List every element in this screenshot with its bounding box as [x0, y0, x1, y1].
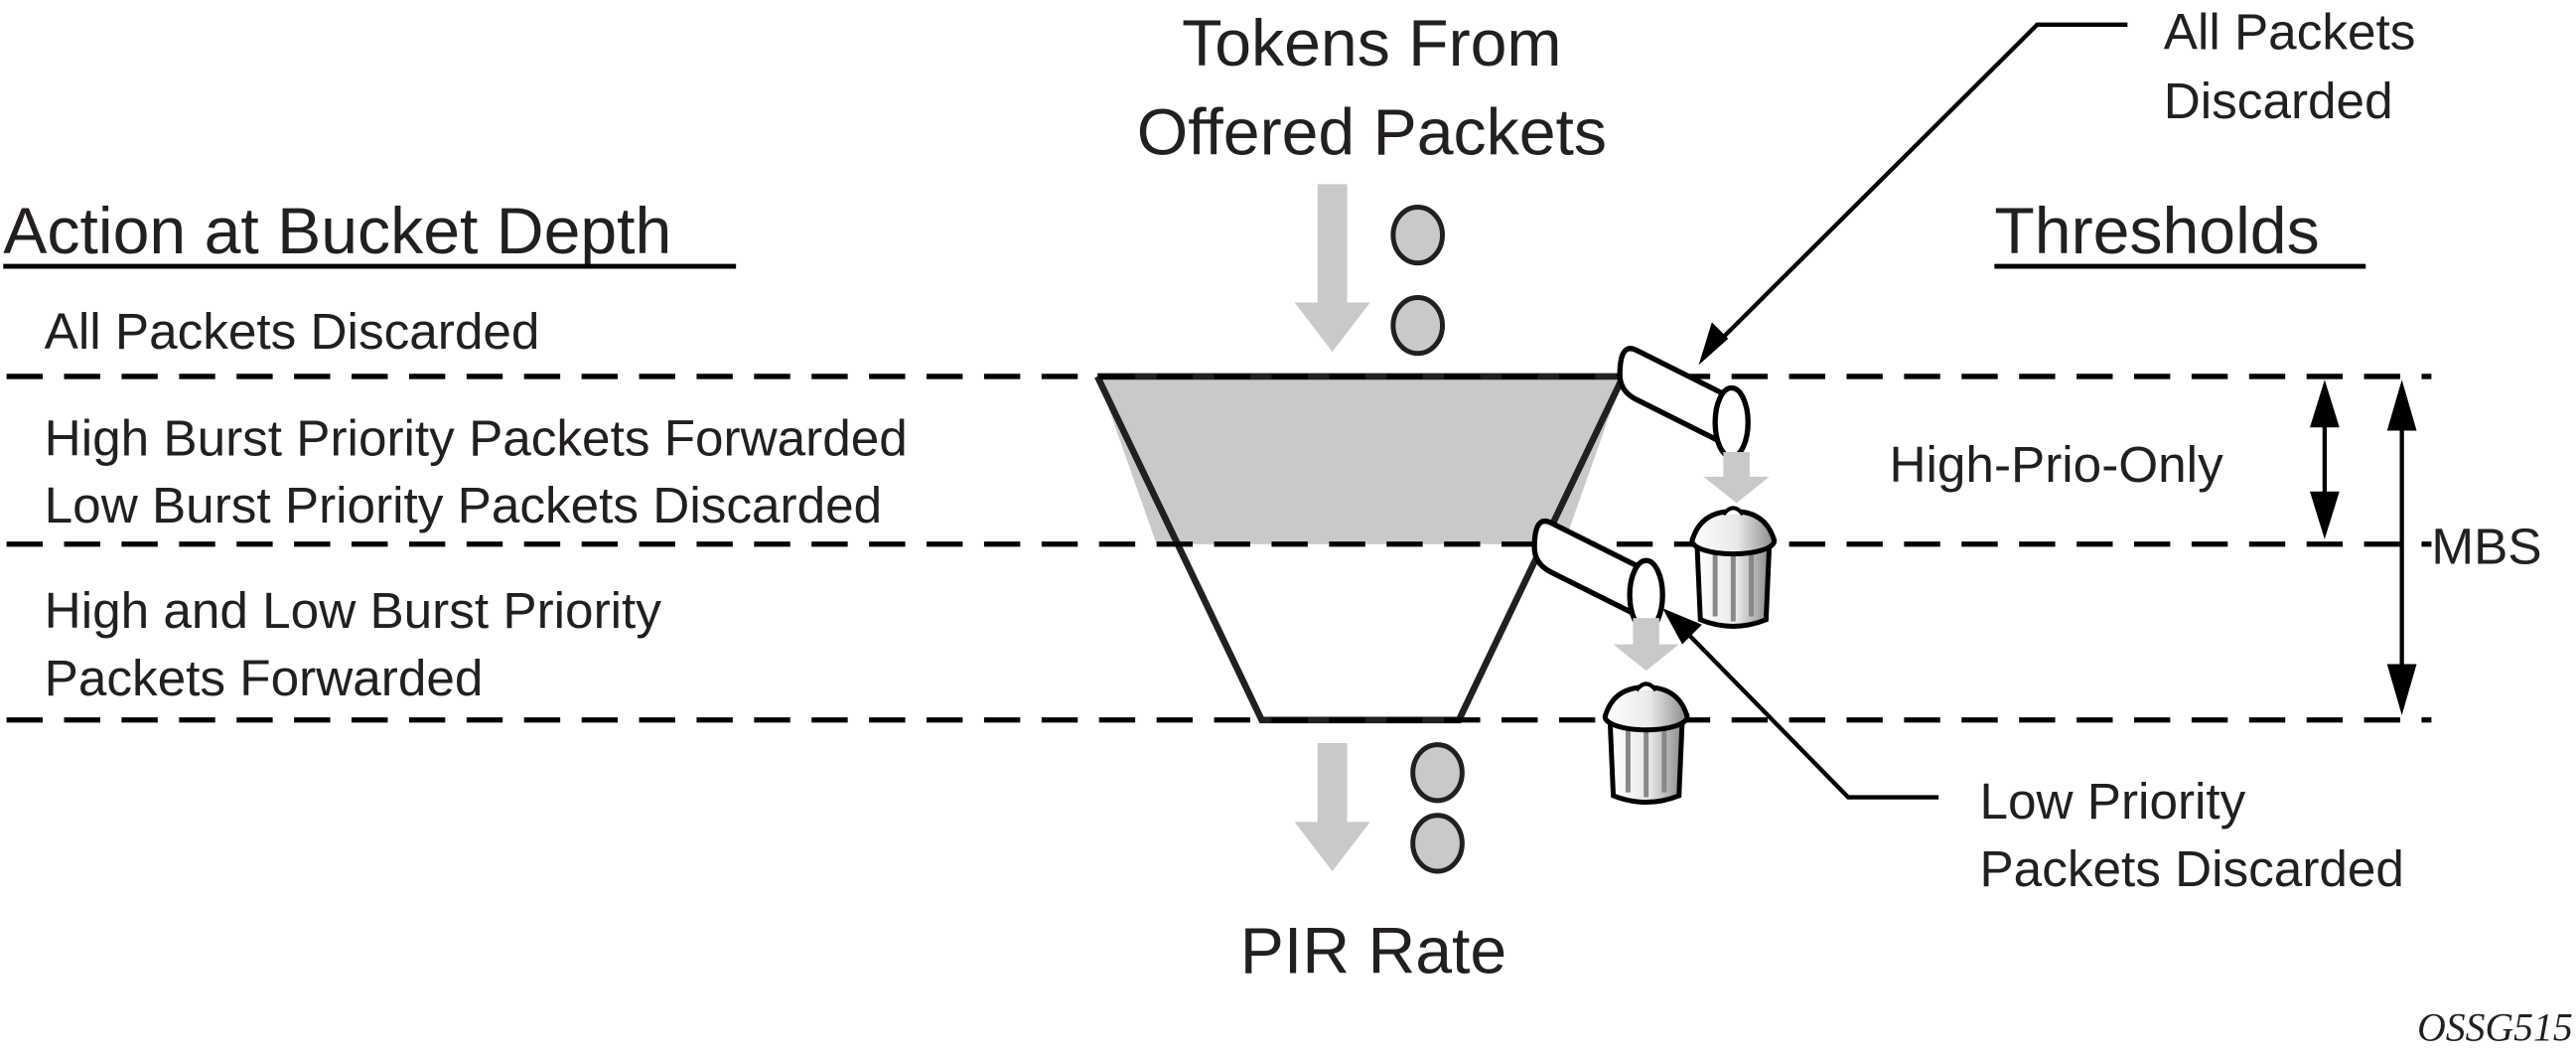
callout-arrowhead-bottom-icon — [1662, 608, 1702, 645]
mbs-label: MBS — [2431, 519, 2541, 575]
callout-leader-bottom — [1673, 619, 1939, 800]
token-icon — [1410, 742, 1465, 804]
token-icon — [1410, 813, 1465, 874]
callout-bottom-line1: Low Priority — [1979, 773, 2245, 830]
action-both-forwarded-2: Packets Forwarded — [45, 650, 484, 706]
callout-top-line2: Discarded — [2164, 73, 2393, 129]
left-header: Action at Bucket Depth — [3, 195, 671, 268]
token-icon — [1390, 295, 1445, 357]
title-bottom: PIR Rate — [1240, 915, 1506, 988]
overflow-spout-mid-icon — [1534, 522, 1662, 630]
high-prio-arrowhead-up-icon — [2309, 379, 2340, 428]
incoming-arrow-icon — [1294, 184, 1370, 353]
callout-leader-top — [1706, 22, 2128, 354]
callout-bottom-line2: Packets Discarded — [1979, 840, 2403, 897]
action-low-discarded: Low Burst Priority Packets Discarded — [45, 477, 882, 533]
high-prio-arrowhead-down-icon — [2309, 491, 2340, 539]
bucket-high-prio-zone — [1097, 376, 1624, 544]
action-both-forwarded-1: High and Low Burst Priority — [45, 582, 662, 639]
callout-arrowhead-top-icon — [1698, 322, 1729, 366]
trash-can-top-icon — [1692, 508, 1775, 626]
outgoing-arrow-icon — [1294, 742, 1370, 872]
mbs-arrowhead-down-icon — [2386, 664, 2417, 715]
action-all-discarded: All Packets Discarded — [45, 303, 540, 360]
figure-id: OSSG515 — [2417, 1005, 2573, 1049]
discard-arrow-icon — [1613, 618, 1679, 672]
callout-top-line1: All Packets — [2164, 4, 2416, 61]
title-top-line1: Tokens From — [1182, 7, 1561, 80]
trash-can-bottom-icon — [1605, 683, 1687, 802]
mbs-arrowhead-up-icon — [2386, 379, 2417, 431]
discard-arrow-icon — [1703, 452, 1770, 504]
overflow-spout-top-icon — [1620, 349, 1748, 457]
right-header: Thresholds — [1994, 195, 2319, 268]
high-prio-only-label: High-Prio-Only — [1889, 436, 2223, 493]
title-top-line2: Offered Packets — [1137, 96, 1607, 170]
action-high-forwarded: High Burst Priority Packets Forwarded — [45, 409, 908, 466]
token-icon — [1390, 205, 1445, 266]
